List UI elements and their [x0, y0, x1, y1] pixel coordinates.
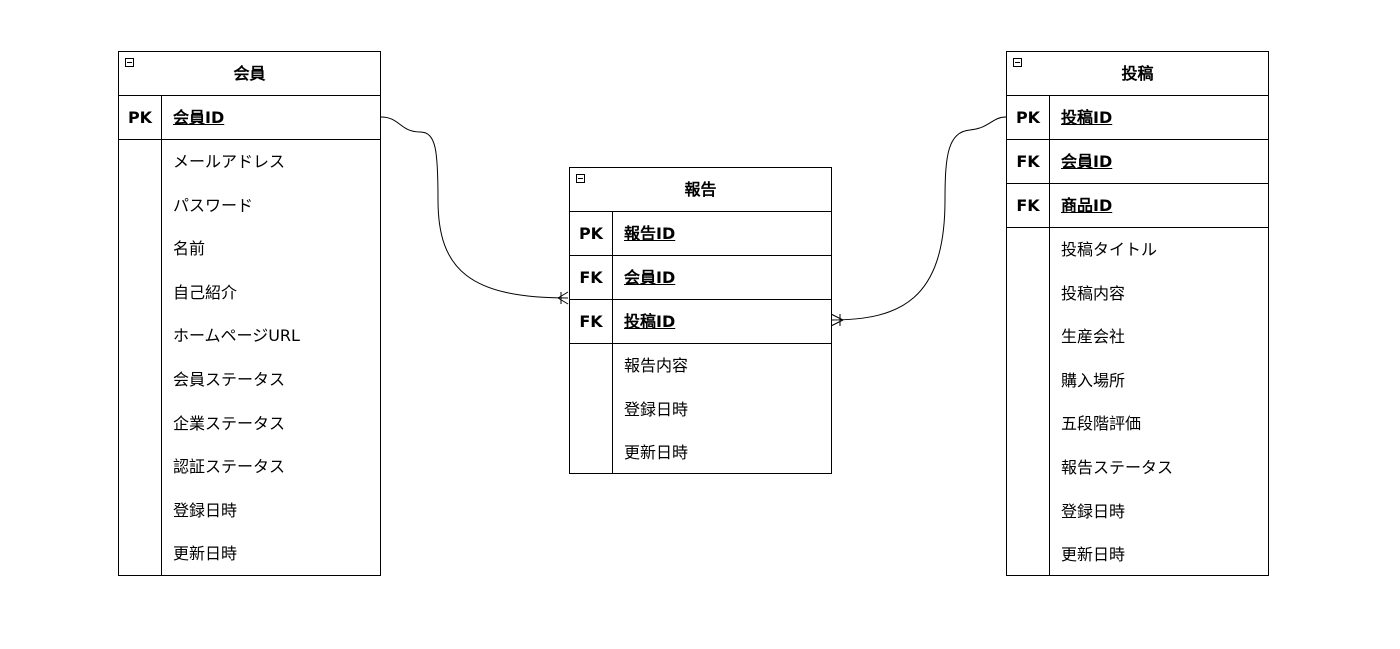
attribute-gutter [119, 140, 162, 576]
attribute-field: 投稿タイトル [1061, 240, 1158, 259]
key-field-name: 会員ID [624, 268, 676, 287]
key-field-name: 報告ID [624, 224, 676, 243]
attribute-section: 投稿タイトル 投稿内容 生産会社 購入場所 五段階評価 報告ステータス 登録日時… [1007, 228, 1268, 576]
attribute-field: 認証ステータス [173, 457, 286, 477]
attribute-gutter [570, 344, 613, 474]
entity-title: 投稿 [1121, 64, 1154, 83]
key-row: FK 会員ID [570, 256, 831, 300]
entity-title: 会員 [233, 64, 266, 83]
collapse-icon[interactable] [576, 174, 585, 183]
attribute-gutter [1007, 228, 1050, 576]
key-type-label: FK [570, 300, 613, 343]
attribute-field: パスワード [173, 195, 254, 215]
entity-member-header: 会員 [119, 52, 380, 96]
attribute-field: 会員ステータス [173, 369, 286, 389]
attribute-field: 五段階評価 [1061, 414, 1142, 434]
crow-foot-post-report [830, 313, 844, 327]
collapse-icon[interactable] [1013, 58, 1022, 67]
attribute-field: 登録日時 [624, 399, 689, 419]
crow-foot-member-report [557, 291, 569, 305]
attribute-field: 生産会社 [1061, 327, 1126, 347]
attribute-field: 更新日時 [1061, 545, 1126, 565]
key-field-name: 会員ID [1061, 152, 1113, 171]
key-row: PK 会員ID [119, 96, 380, 140]
attribute-field: 購入場所 [1061, 370, 1126, 390]
key-type-label: FK [1007, 184, 1050, 227]
attribute-field: 投稿内容 [1061, 283, 1126, 303]
relation-member-report[interactable] [380, 116, 569, 299]
key-row: FK 会員ID [1007, 140, 1268, 184]
attribute-field: 自己紹介 [173, 282, 238, 302]
key-field-name: 投稿ID [624, 312, 676, 331]
key-field-name: 投稿ID [1061, 108, 1113, 127]
key-type-label: PK [570, 212, 613, 255]
attribute-field: 報告内容 [624, 356, 689, 375]
attribute-field: メールアドレス [173, 152, 286, 171]
attribute-section: メールアドレス パスワード 名前 自己紹介 ホームページURL 会員ステータス … [119, 140, 380, 576]
attribute-field: 名前 [173, 239, 206, 259]
key-type-label: PK [1007, 96, 1050, 139]
attribute-list: 投稿タイトル 投稿内容 生産会社 購入場所 五段階評価 報告ステータス 登録日時… [1050, 228, 1268, 576]
key-row: FK 投稿ID [570, 300, 831, 344]
entity-title: 報告 [684, 180, 717, 199]
relation-post-report[interactable] [830, 116, 1007, 321]
entity-report-header: 報告 [570, 168, 831, 212]
attribute-list: メールアドレス パスワード 名前 自己紹介 ホームページURL 会員ステータス … [162, 140, 380, 576]
collapse-icon[interactable] [125, 58, 134, 67]
key-type-label: FK [570, 256, 613, 299]
attribute-field: 報告ステータス [1061, 457, 1174, 477]
key-type-label: PK [119, 96, 162, 139]
key-row: PK 投稿ID [1007, 96, 1268, 140]
key-type-label: FK [1007, 140, 1050, 183]
attribute-field: 登録日時 [1061, 501, 1126, 521]
attribute-field: 更新日時 [173, 544, 238, 564]
entity-member[interactable]: 会員 PK 会員ID メールアドレス パスワード 名前 自己紹介 ホームページU… [118, 51, 381, 576]
key-field-name: 商品ID [1061, 196, 1113, 215]
attribute-list: 報告内容 登録日時 更新日時 [613, 344, 831, 474]
entity-report[interactable]: 報告 PK 報告ID FK 会員ID FK 投稿ID 報告内容 登録日時 更新日… [569, 167, 832, 474]
entity-post[interactable]: 投稿 PK 投稿ID FK 会員ID FK 商品ID 投稿タイトル 投稿内容 生… [1006, 51, 1269, 576]
attribute-section: 報告内容 登録日時 更新日時 [570, 344, 831, 474]
attribute-field: 登録日時 [173, 500, 238, 520]
attribute-field: ホームページURL [173, 326, 300, 346]
entity-post-header: 投稿 [1007, 52, 1268, 96]
key-row: FK 商品ID [1007, 184, 1268, 228]
key-row: PK 報告ID [570, 212, 831, 256]
key-field-name: 会員ID [173, 108, 225, 127]
attribute-field: 更新日時 [624, 443, 689, 463]
attribute-field: 企業ステータス [173, 413, 286, 433]
